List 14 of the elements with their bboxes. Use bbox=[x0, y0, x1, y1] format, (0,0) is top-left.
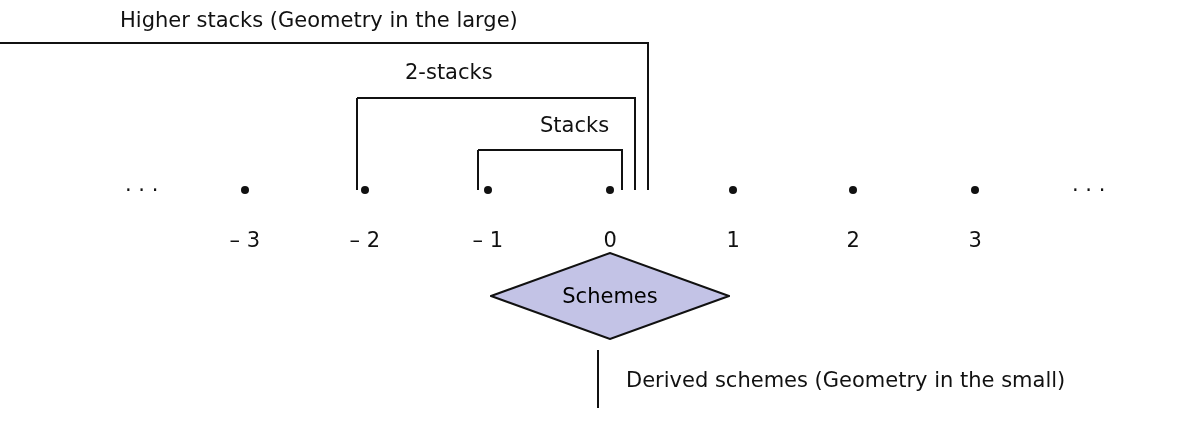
bar-label: Derived schemes (Geometry in the small) bbox=[626, 368, 1066, 392]
bracket-label: Stacks bbox=[540, 113, 610, 137]
axis-number: – 3 bbox=[229, 228, 261, 252]
bracket-label: Higher stacks (Geometry in the large) bbox=[120, 8, 518, 32]
node-label: Schemes bbox=[561, 284, 659, 308]
ellipsis: · · · bbox=[1072, 178, 1106, 202]
axis-number: 0 bbox=[603, 228, 617, 252]
axis-number: – 2 bbox=[349, 228, 381, 252]
axis-number: 3 bbox=[968, 228, 982, 252]
axis-number: – 1 bbox=[472, 228, 504, 252]
axis-number: 1 bbox=[726, 228, 740, 252]
ellipsis: · · · bbox=[125, 178, 159, 202]
bracket-label: 2-stacks bbox=[405, 60, 493, 84]
axis-number: 2 bbox=[846, 228, 860, 252]
